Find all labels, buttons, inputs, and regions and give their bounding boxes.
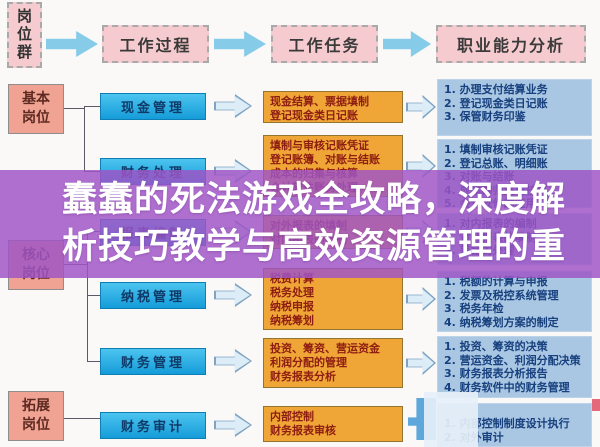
right-arrow-icon: [214, 413, 252, 437]
process-tax-management: 纳税管理: [100, 282, 206, 309]
right-arrow-icon: [406, 287, 436, 311]
task-box-cash: 现金结算、票据填制 登记现金类日记账: [263, 91, 403, 123]
ability-line: 3. 财务报表分析报告: [444, 367, 548, 380]
right-arrow-icon: [406, 351, 436, 375]
task-box-audit: 内部控制 财务报表审核: [263, 406, 403, 442]
overlay-title-banner: 蠢蠢的死法游戏全攻略，深度解 析技巧教学与高效资源管理的重: [0, 170, 600, 278]
process-cash-management: 现金管理: [100, 93, 206, 120]
ability-line: 2. 营运资金、利润分配决策: [444, 353, 581, 367]
task-line: 填制与审核记账凭证: [270, 139, 369, 152]
banner-line-1: 蠢蠢的死法游戏全攻略，深度解: [62, 180, 567, 220]
task-line: 纳税申报: [270, 300, 314, 313]
right-arrow-icon: [46, 31, 98, 57]
position-extended-label: 拓展岗位: [22, 398, 50, 433]
ability-line: 2. 登记总账、明细账: [444, 156, 548, 170]
task-line: 利润分配的管理: [270, 356, 347, 369]
connector-line: [87, 231, 88, 361]
position-basic: 基本岗位: [8, 84, 64, 134]
position-basic-label: 基本岗位: [22, 91, 50, 126]
connector-line: [87, 361, 100, 362]
ability-line: 4. 财务软件中的财务管理: [444, 380, 570, 394]
ability-line: 2. 发票及税控系统管理: [444, 288, 559, 302]
right-arrow-icon: [214, 31, 266, 57]
ability-line: 1. 投资、筹资的决策: [444, 340, 548, 353]
ability-line: 3. 保管财务印鉴: [444, 110, 526, 123]
task-line: 税务处理: [270, 286, 314, 299]
connector-line: [64, 418, 100, 419]
right-arrow-icon: [214, 94, 252, 118]
right-arrow-icon: [383, 31, 431, 57]
process-financial-audit: 财务审计: [100, 412, 206, 439]
task-line: 内部控制: [270, 410, 314, 423]
right-arrow-icon: [214, 349, 252, 373]
ability-line: 1. 办理支付结算业务: [444, 83, 548, 96]
task-line: 财务报表分析: [270, 370, 336, 383]
ability-line: 4. 纳税筹划方案的制定: [444, 315, 559, 329]
ability-line: 3. 税务年检: [444, 302, 504, 315]
header-work-task: 工作任务: [271, 25, 378, 63]
position-group-box: 岗位群: [7, 2, 42, 68]
task-box-tax: 税费计算 税务处理 纳税申报 纳税筹划: [263, 268, 403, 330]
task-line: 投资、筹资、营运资金: [270, 342, 380, 355]
ability-line: 1. 税额的计算与申报: [444, 275, 548, 288]
ability-box-finmgmt: 1. 投资、筹资的决策 2. 营运资金、利润分配决策 3. 财务报表分析报告 4…: [437, 336, 592, 398]
ability-box-cash: 1. 办理支付结算业务 2. 登记现金类日记账 3. 保管财务印鉴: [437, 79, 592, 136]
connector-line: [84, 106, 100, 107]
header-ability-analysis: 职业能力分析: [436, 25, 586, 63]
banner-line-2: 析技巧教学与高效资源管理的重: [62, 227, 567, 267]
task-box-finmgmt: 投资、筹资、营运资金 利润分配的管理 财务报表分析: [263, 338, 403, 388]
right-arrow-icon: [406, 95, 436, 119]
task-line: 登记账簿、对账与结账: [270, 153, 380, 166]
task-line: 现金结算、票据填制: [270, 95, 369, 108]
process-financial-management: 财务管理: [100, 348, 206, 375]
connector-line: [87, 295, 100, 296]
header-work-process: 工作过程: [102, 25, 209, 63]
task-line: 登记现金类日记账: [270, 109, 358, 122]
connector-line: [84, 106, 85, 172]
task-line: 纳税筹划: [270, 314, 314, 327]
right-arrow-icon: [214, 283, 252, 307]
ability-line: 1. 填制审核记账凭证: [444, 143, 548, 156]
ability-box-tax: 1. 税额的计算与申报 2. 发票及税控系统管理 3. 税务年检 4. 纳税筹划…: [437, 271, 592, 332]
ability-line: 2. 登记现金类日记账: [444, 96, 548, 110]
position-extended: 拓展岗位: [8, 391, 64, 441]
task-line: 财务报表审核: [270, 424, 336, 437]
watermark-fragment: [592, 399, 600, 411]
connector-line: [64, 108, 84, 109]
light-overlay-patch: [424, 392, 478, 447]
